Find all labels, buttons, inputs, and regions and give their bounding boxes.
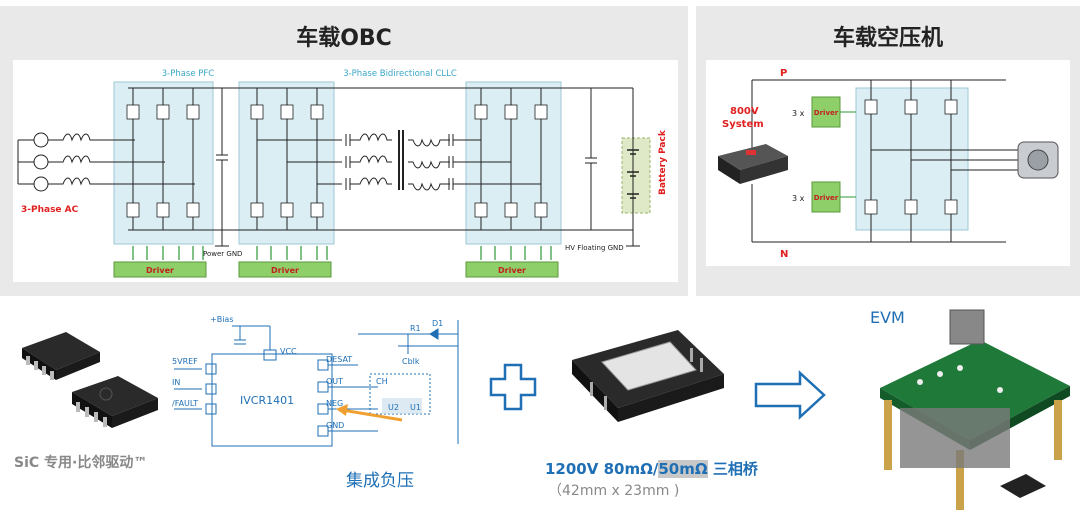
plus-icon xyxy=(489,363,537,411)
obc-title: 车载OBC xyxy=(296,26,392,51)
u2-label: U2 xyxy=(388,403,399,412)
motor-icon xyxy=(1017,141,1059,179)
pin-out: OUT xyxy=(326,377,343,386)
obc-panel: 车载OBC xyxy=(0,6,688,296)
obc-diagram: Driver Driver Driver 3-Phase PFC 3-Phase… xyxy=(17,69,668,278)
battery-label: Battery Pack xyxy=(658,129,668,195)
evm-board-image xyxy=(880,309,1070,510)
chip-2 xyxy=(72,376,158,428)
power-module-image xyxy=(572,330,724,422)
right-arrow-icon xyxy=(754,370,826,420)
pin-gnd: GND xyxy=(326,421,344,430)
count-label-top: 3 x xyxy=(792,109,805,118)
ac-label: 3-Phase AC xyxy=(21,205,79,215)
ch-label: CH xyxy=(376,377,388,386)
module-size: （42mm x 23mm ) xyxy=(548,483,680,499)
battery-pack-icon xyxy=(718,144,788,184)
pin-5vref: 5VREF xyxy=(172,357,198,366)
power-gnd-label: Power GND xyxy=(203,250,242,258)
obc-driver-1 xyxy=(113,261,207,278)
obc-driver-label-1: Driver xyxy=(146,266,174,275)
evm-label: EVM xyxy=(870,308,905,327)
module-spec-highlight: 50mΩ xyxy=(658,460,708,478)
pin-desat: DESAT xyxy=(326,355,352,364)
negative-voltage-annotation: 集成负压 xyxy=(346,471,414,491)
obc-driver-label-3: Driver xyxy=(498,266,526,275)
module-spec-prefix: 1200V 80mΩ/ xyxy=(545,460,659,478)
obc-driver-2 xyxy=(238,261,332,278)
compressor-title: 车载空压机 xyxy=(832,26,943,51)
compressor-driver-label-top: Driver xyxy=(814,109,839,117)
pin-neg: NEG xyxy=(326,399,343,408)
n-label: N xyxy=(780,249,788,260)
chip-1 xyxy=(22,332,100,380)
pin-in: IN xyxy=(172,378,180,387)
vcc-label: VCC xyxy=(280,347,297,356)
cllc-label: 3-Phase Bidirectional CLLC xyxy=(343,69,457,79)
compressor-panel: 车载空压机 Driv xyxy=(696,6,1080,296)
obc-schematic: Driver Driver Driver 3-Phase PFC 3-Phase… xyxy=(13,60,678,282)
p-label: P xyxy=(780,68,787,79)
compressor-diagram: Driver Driver 3 x 3 x P N 800V System xyxy=(718,68,1059,260)
hv-gnd-label: HV Floating GND xyxy=(565,244,624,252)
pfc-label: 3-Phase PFC xyxy=(162,69,215,79)
compressor-schematic: Driver Driver 3 x 3 x P N 800V System xyxy=(706,60,1070,266)
driver-chips-image xyxy=(22,332,158,428)
count-label-bottom: 3 x xyxy=(792,194,805,203)
d1-label: D1 xyxy=(432,319,443,328)
compressor-driver-label-bottom: Driver xyxy=(814,194,839,202)
compressor-driver-bottom xyxy=(811,181,841,213)
chip-caption: SiC 专用·比邻驱动™ xyxy=(14,455,148,471)
system-label-2: System xyxy=(722,119,764,130)
module-spec-suffix: 三相桥 xyxy=(707,460,758,478)
ic-name: IVCR1401 xyxy=(240,394,294,407)
u1-label: U1 xyxy=(410,403,421,412)
cblk-label: Cblk xyxy=(402,357,420,366)
bias-label: +Bias xyxy=(210,315,233,324)
system-label-1: 800V xyxy=(730,106,759,117)
r1-label: R1 xyxy=(410,324,421,333)
module-spec: 1200V 80mΩ/50mΩ 三相桥 xyxy=(545,458,758,479)
obc-driver-3 xyxy=(465,261,559,278)
gate-driver-circuit: +Bias VCC 5VREF IN /FAULT DESAT OUT NEG … xyxy=(172,315,459,447)
pin-fault: /FAULT xyxy=(172,399,198,408)
obc-driver-label-2: Driver xyxy=(271,266,299,275)
